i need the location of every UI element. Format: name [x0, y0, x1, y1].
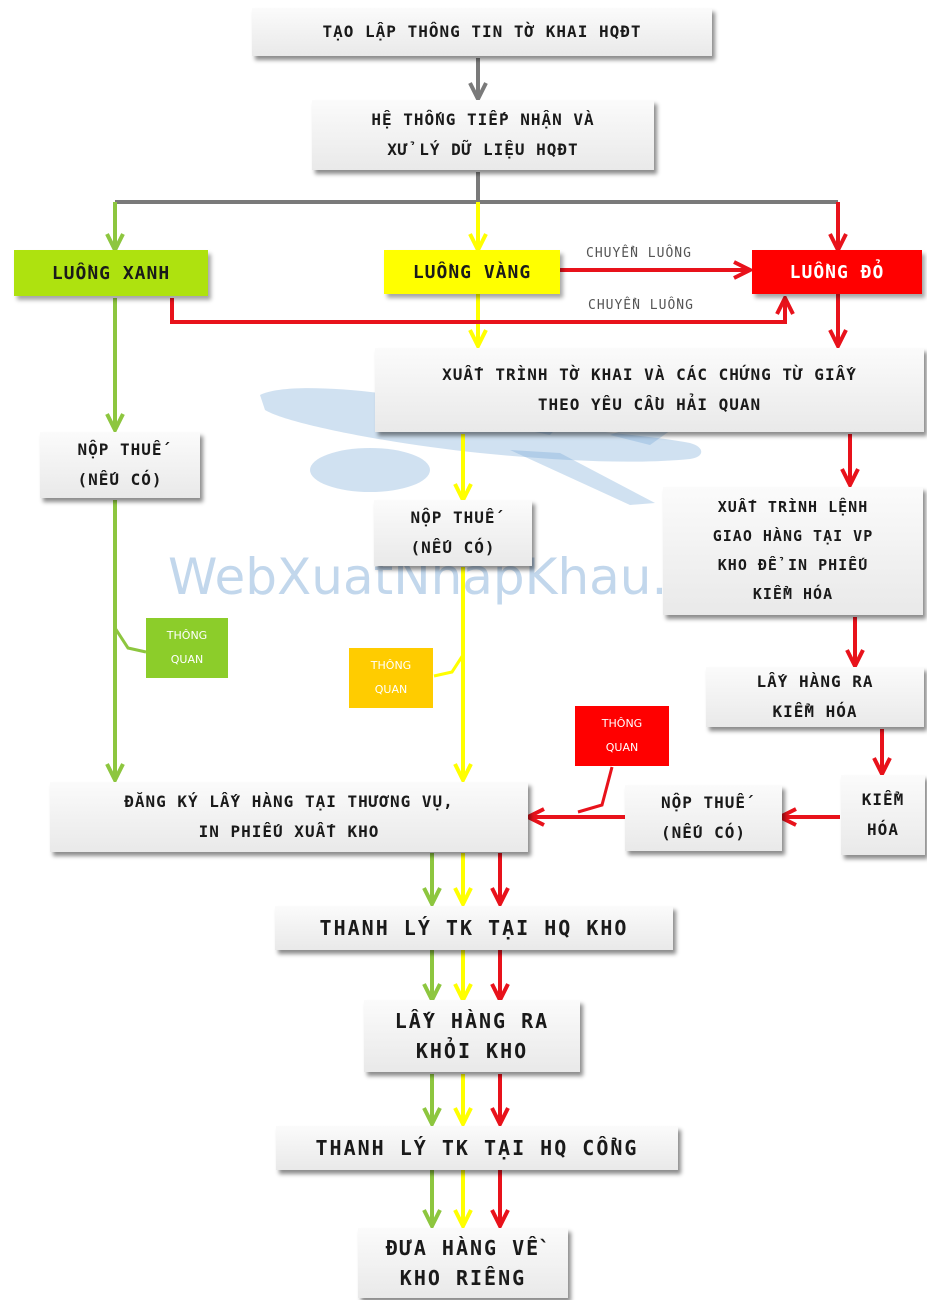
- edge-xanh-chuyen-do: [170, 298, 785, 324]
- node-thanh-ly-hq-cong: THANH LÝ TK TẠI HQ CỔNG: [276, 1126, 678, 1170]
- node-kiem-hoa: KIỂM HÓA: [841, 775, 925, 855]
- label-chuyen-luong-1: CHUYỂN LUỒNG: [586, 246, 692, 261]
- node-lay-hang-khoi-kho: LẤY HÀNG RA KHỎI KHO: [364, 1000, 580, 1072]
- node-luong-xanh: LUỒNG XANH: [14, 250, 208, 296]
- triple-arrows-1: [432, 853, 500, 902]
- edge-thong-quan-xanh-pointer: [113, 627, 147, 654]
- node-thanh-ly-hq-kho: THANH LÝ TK TẠI HQ KHO: [275, 906, 673, 950]
- node-nop-thue-xanh: NỘP THUẾ (NẾU CÓ): [40, 432, 200, 498]
- node-tao-lap-thong-tin: TẠO LẬP THÔNG TIN TỜ KHAI HQĐT: [252, 8, 712, 56]
- node-xuat-trinh-lenh: XUẤT TRÌNH LỆNH GIAO HÀNG TẠI VP KHO ĐỂ …: [663, 487, 923, 615]
- node-dua-hang-ve-kho: ĐƯA HÀNG VỀ KHO RIÊNG: [358, 1228, 568, 1298]
- tag-thong-quan-do: THÔNG QUAN: [575, 706, 669, 766]
- node-nop-thue-vang: NỘP THUẾ (NẾU CÓ): [374, 500, 532, 566]
- triple-arrows-3: [432, 1074, 500, 1122]
- node-luong-do: LUỒNG ĐỎ: [752, 250, 922, 294]
- label-chuyen-luong-2: CHUYỂN LUỒNG: [588, 298, 694, 313]
- node-luong-vang: LUỒNG VÀNG: [384, 250, 560, 294]
- node-he-thong-tiep-nhan: HỆ THỐNG TIẾP NHẬN VÀ XỬ LÝ DỮ LIỆU HQĐT: [312, 100, 654, 170]
- edge-thong-quan-vang-pointer: [433, 654, 465, 678]
- node-dang-ky-lay-hang: ĐĂNG KÝ LẤY HÀNG TẠI THƯƠNG VỤ, IN PHIẾU…: [50, 782, 528, 852]
- edge-thong-quan-do-pointer: [577, 766, 614, 814]
- triple-arrows-2: [432, 950, 500, 998]
- node-lay-hang-ra-kiem-hoa: LẤY HÀNG RA KIỂM HÓA: [706, 667, 924, 727]
- edge-he-thong-split: [115, 172, 480, 204]
- tag-thong-quan-vang: THÔNG QUAN: [349, 648, 433, 708]
- triple-arrows-4: [432, 1170, 500, 1224]
- node-xuat-trinh-to-khai: XUẤT TRÌNH TỜ KHAI VÀ CÁC CHỨNG TỪ GIẤY …: [375, 348, 924, 432]
- node-nop-thue-do: NỘP THUẾ (NẾU CÓ): [625, 785, 782, 851]
- tag-thong-quan-xanh: THÔNG QUAN: [146, 618, 228, 678]
